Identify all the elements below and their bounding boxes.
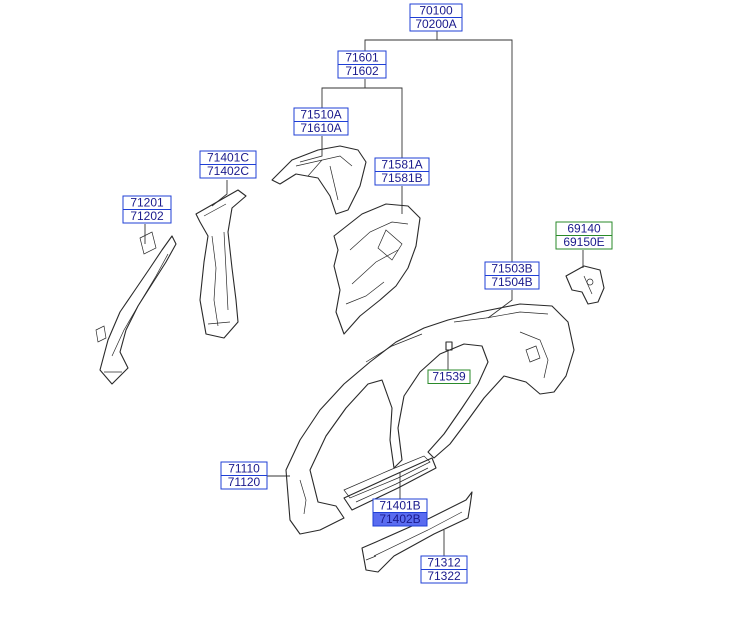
part-number-text: 71401C bbox=[207, 151, 249, 165]
part-number-text: 71503B bbox=[491, 262, 532, 276]
part-number-text: 71510A bbox=[300, 108, 341, 122]
part-number-text: 70200A bbox=[415, 17, 456, 31]
part-number-text: 71602 bbox=[345, 64, 379, 78]
part-number-text: 71581A bbox=[381, 158, 422, 172]
part-label-71539[interactable]: 71539 bbox=[427, 369, 471, 384]
part-label-box bbox=[122, 209, 172, 224]
part-number-text: 71504B bbox=[491, 275, 532, 289]
b-pillar-inner-part bbox=[195, 189, 247, 339]
part-label-box bbox=[374, 171, 430, 186]
part-number-text: 71601 bbox=[345, 51, 379, 65]
part-label-box bbox=[484, 275, 540, 290]
part-number-text: 71110 bbox=[228, 462, 260, 476]
part-number-text: 69140 bbox=[567, 222, 601, 236]
part-number-text: 71581B bbox=[381, 171, 422, 185]
part-label-box bbox=[199, 164, 257, 179]
part-label-box bbox=[372, 512, 428, 527]
rocker-reinforcement-part bbox=[343, 457, 437, 511]
part-number-text: 69150E bbox=[563, 235, 604, 249]
leader-lines bbox=[144, 28, 584, 556]
part-number-text: 71202 bbox=[130, 209, 164, 223]
fuel-filler-bracket-part bbox=[565, 265, 605, 305]
part-number-text: 71402C bbox=[207, 164, 249, 178]
side-outer-panel-part bbox=[285, 303, 575, 535]
part-number-text: 70100 bbox=[419, 4, 453, 18]
part-number-text: 71610A bbox=[300, 121, 341, 135]
part-number-text: 71201 bbox=[130, 196, 164, 210]
part-label-box bbox=[293, 121, 349, 136]
part-label-box bbox=[427, 369, 471, 384]
quarter-inner-lower-part bbox=[333, 203, 421, 335]
part-number-text: 71401B bbox=[379, 499, 420, 513]
part-label-box bbox=[555, 235, 613, 250]
part-label-box bbox=[409, 17, 463, 32]
part-label-box bbox=[337, 64, 387, 79]
part-number-text: 71312 bbox=[427, 556, 461, 570]
quarter-inner-upper-part bbox=[271, 145, 367, 215]
retainer-clip-part bbox=[445, 341, 453, 351]
part-number-text: 71402B bbox=[379, 512, 420, 526]
part-number-text: 71539 bbox=[432, 370, 466, 384]
a-pillar-inner-part bbox=[95, 231, 177, 385]
part-label-box bbox=[220, 475, 268, 490]
part-number-text: 71322 bbox=[427, 569, 461, 583]
part-label-box bbox=[420, 569, 468, 584]
part-number-text: 71120 bbox=[228, 475, 261, 489]
callout-labels: 7010070200A716017160271510A71610A71581A7… bbox=[122, 3, 613, 584]
